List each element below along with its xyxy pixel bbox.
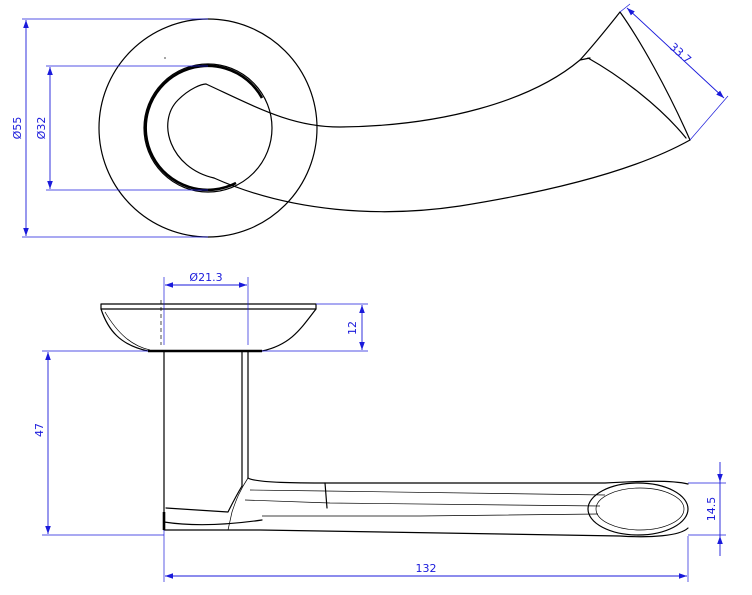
- dimension-spindle-diameter: Ø21.3: [163, 271, 249, 345]
- lever-side-mid-line-2: [244, 499, 601, 507]
- lever-end-face: [619, 11, 691, 141]
- side-view: Ø21.3 12 47 14.5: [33, 271, 726, 582]
- rose-inner-curve: [104, 311, 151, 351]
- dimension-neck-height: 47: [33, 350, 164, 536]
- dimension-lever-thickness: 14.5: [688, 462, 726, 556]
- dimension-text-neck-height: 47: [33, 423, 46, 437]
- rose-side-outline: [100, 303, 317, 352]
- dimension-rose-height: 12: [262, 303, 368, 352]
- dimension-lever-end-width: 33.7: [619, 3, 729, 141]
- dimension-neck-diameter: Ø32: [35, 65, 208, 191]
- dimension-text-rose-height: 12: [346, 321, 359, 335]
- dimension-text-lever-end-width: 33.7: [667, 40, 694, 66]
- dimension-text-lever-length: 132: [416, 562, 437, 575]
- dimension-text-lever-thickness: 14.5: [705, 497, 718, 522]
- lever-bottom-outline: [213, 139, 691, 213]
- dimension-rose-diameter: Ø55: [11, 18, 208, 238]
- lever-end-oval-inner: [595, 487, 685, 531]
- dimension-text-rose-diameter: Ø55: [11, 117, 24, 140]
- dimension-lever-length: 132: [163, 530, 689, 582]
- neck-shadow-ring: [144, 64, 264, 192]
- lever-end-bevel: [587, 57, 687, 139]
- lever-side-cut: [324, 482, 328, 509]
- dimension-text-spindle-diameter: Ø21.3: [189, 271, 222, 284]
- lever-top-outline: [205, 11, 621, 128]
- lever-side-top: [247, 477, 689, 485]
- lever-side-bottom: [163, 527, 689, 538]
- lever-side-mid-line-1: [249, 489, 606, 496]
- lever-side-joint: [165, 485, 243, 513]
- neck-outer-circle: [143, 63, 273, 193]
- rose-outer-circle: [98, 18, 318, 238]
- top-view: Ø55 Ø32 33.7: [11, 3, 729, 238]
- lever-end-line: [579, 57, 591, 61]
- lever-inner-curve: [167, 83, 215, 179]
- dimension-text-neck-diameter: Ø32: [35, 117, 48, 140]
- lever-side-mid-line-3: [262, 513, 599, 517]
- lever-end-oval-outer: [587, 482, 689, 536]
- lever-side-heel: [163, 519, 263, 526]
- lever-side-joint-2: [227, 477, 249, 531]
